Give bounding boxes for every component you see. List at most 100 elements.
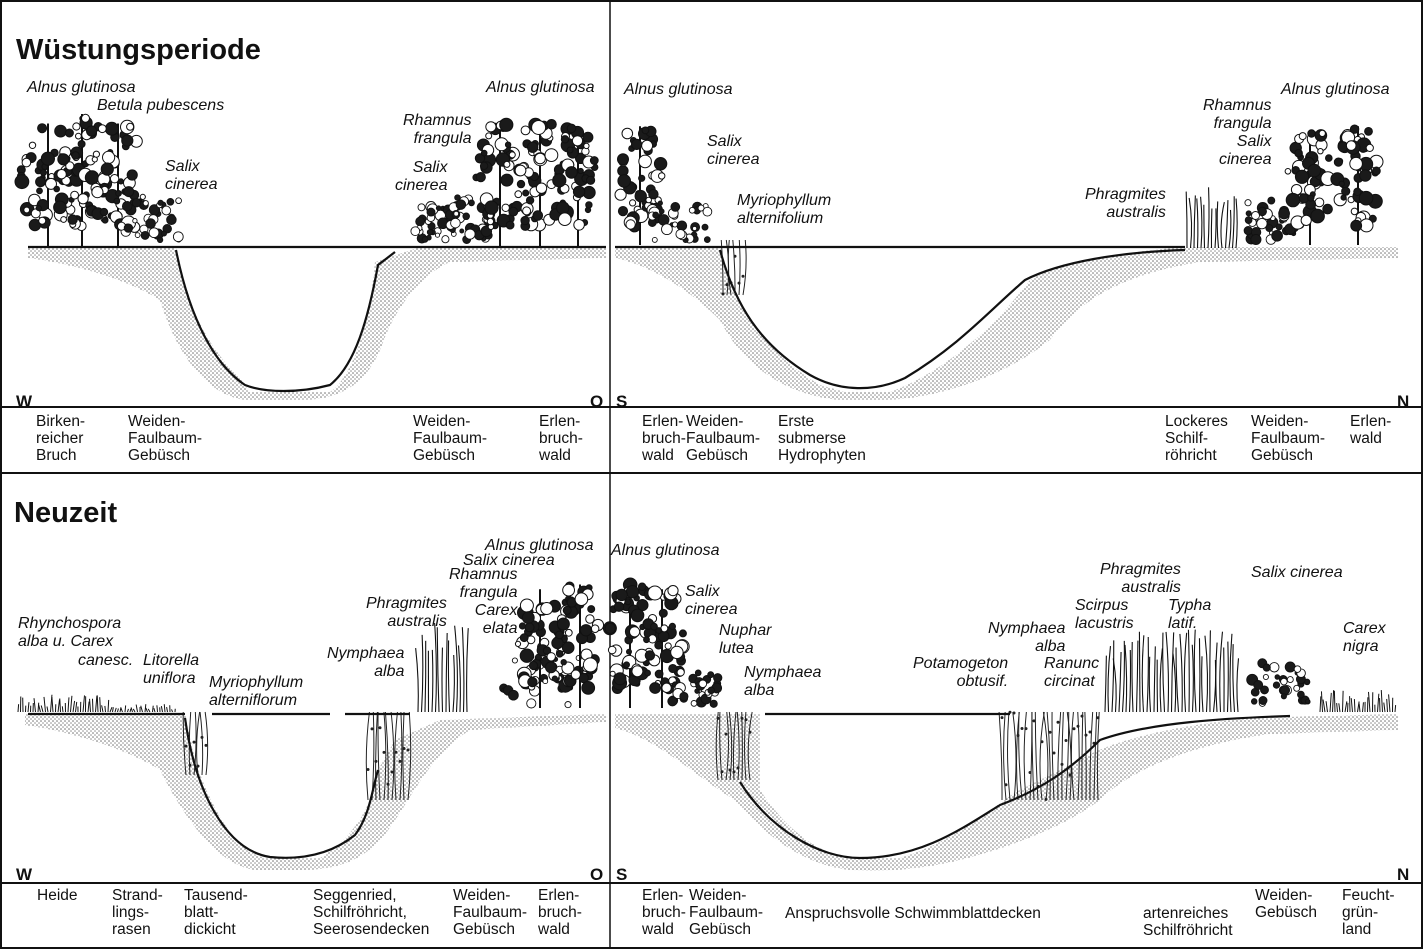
species-label: Nymphaea alba <box>988 620 1066 655</box>
shrub-salix <box>1243 196 1300 246</box>
zone-label: Weiden- Faulbaum- Gebüsch <box>413 413 488 464</box>
species-label: Salix cinerea <box>463 552 555 569</box>
tree-alnus <box>614 125 668 245</box>
period-title-bottom: Neuzeit <box>14 497 118 529</box>
zone-label: Erste submerse Hydrophyten <box>778 413 866 464</box>
species-label: Salix cinerea <box>395 159 448 194</box>
species-label: Salix cinerea <box>685 583 738 618</box>
direction-south: S <box>616 865 628 884</box>
species-label: Myriophyllum alterniflorum <box>209 674 304 709</box>
tree-alnus <box>1284 129 1336 245</box>
species-label: Myriophyllum alternifolium <box>737 192 832 227</box>
species-label: Typha latif. <box>1168 597 1212 632</box>
zone-label: Erlen- bruch- wald <box>642 887 686 938</box>
zone-label: Heide <box>37 887 78 904</box>
shrub-salix <box>667 663 723 708</box>
nuphar-patch <box>715 711 753 781</box>
phragmites-reeds <box>1185 187 1238 249</box>
direction-north: N <box>1397 392 1410 411</box>
zone-label: Strand- lings- rasen <box>112 887 163 938</box>
zone-label: Erlen- bruch- wald <box>642 413 686 464</box>
phragmites-reeds <box>1104 629 1240 713</box>
tree-alnus <box>602 577 654 708</box>
species-label: Salix cinerea <box>165 158 218 193</box>
phragmites-reeds <box>415 622 469 713</box>
direction-north: N <box>1397 865 1410 884</box>
species-label: Alnus glutinosa <box>611 542 720 559</box>
sediment-profile <box>25 714 606 870</box>
shrub-salix <box>646 200 713 244</box>
species-label: Ranunc circinat <box>1044 655 1100 690</box>
sediment-profile <box>28 247 606 400</box>
myriophyllum-patch <box>182 711 209 776</box>
species-label: Alnus glutinosa <box>624 81 733 98</box>
zone-label: Tausend- blatt- dickicht <box>184 887 248 938</box>
zone-label: Erlen- wald <box>1350 413 1392 447</box>
species-label: Nymphaea alba <box>327 645 405 680</box>
direction-west: W <box>16 392 33 411</box>
species-label: Alnus glutinosa <box>485 537 594 554</box>
period-title-top: Wüstungsperiode <box>16 34 261 66</box>
tree-alnus <box>514 589 567 708</box>
zone-label: Weiden- Gebüsch <box>1255 887 1318 921</box>
zone-label: Seggenried, Schilfröhricht, Seerosendeck… <box>313 887 430 938</box>
species-label: Litorella uniflora <box>143 652 200 687</box>
tree-alnus <box>634 585 690 708</box>
species-label: Salix cinerea <box>707 133 760 168</box>
species-label: Nuphar lutea <box>719 622 772 657</box>
sediment-profile <box>615 247 1398 400</box>
direction-east: O <box>590 865 604 884</box>
zone-label: Lockeres Schilf- röhricht <box>1165 413 1228 464</box>
zone-label: Weiden- Faulbaum- Gebüsch <box>689 887 764 938</box>
zone-label: Weiden- Faulbaum- Gebüsch <box>1251 413 1326 464</box>
species-label: Rhynchospora alba u. Carex <box>18 615 122 650</box>
species-label: Betula pubescens <box>97 97 225 114</box>
shoreline-profile <box>718 248 1186 390</box>
species-label: Phragmites australis <box>366 595 447 630</box>
tree-alnus <box>1330 124 1384 245</box>
species-label: Phragmites australis <box>1100 561 1181 596</box>
species-label: Nymphaea alba <box>744 664 822 699</box>
tree-alnus <box>551 581 605 708</box>
shrub-salix <box>410 201 457 244</box>
species-label: Rhamnus frangula <box>403 112 472 147</box>
species-label: Salix cinerea <box>1251 564 1343 581</box>
zone-label: Birken- reicher Bruch <box>36 413 86 464</box>
species-label: Potamogeton obtusif. <box>913 655 1009 690</box>
tree-alnus <box>552 122 599 247</box>
zone-label: Anspruchsvolle Schwimmblattdecken <box>785 905 1041 922</box>
direction-west: W <box>16 865 33 884</box>
direction-south: S <box>616 392 628 411</box>
tree-alnus <box>514 117 567 247</box>
zone-label: Erlen- bruch- wald <box>538 887 582 938</box>
zone-label: Weiden- Faulbaum- Gebüsch <box>453 887 528 938</box>
shoreline-profile <box>739 714 1291 860</box>
littorella-turf <box>109 704 176 713</box>
myriophyllum-patch <box>720 239 747 296</box>
tree-betula <box>53 113 113 247</box>
carex-nigra-tussocks <box>1319 690 1397 713</box>
shoreline-profile <box>174 249 396 393</box>
species-label: canesc. <box>78 652 134 669</box>
species-label: Alnus glutinosa <box>1281 81 1390 98</box>
sediment-profile <box>615 714 1398 871</box>
species-label: Rhamnus frangula Carex elata <box>449 566 518 637</box>
shrub-salix <box>117 197 184 244</box>
nymphaea-patch <box>365 711 412 801</box>
shrub-salix <box>1246 658 1311 707</box>
zone-label: Erlen- bruch- wald <box>539 413 583 464</box>
species-label: Alnus glutinosa <box>27 79 136 96</box>
species-label: Carex nigra <box>1343 620 1386 655</box>
heath-vegetation <box>17 694 110 713</box>
direction-east: O <box>590 392 604 411</box>
zone-label: Feucht- grün- land <box>1342 887 1395 938</box>
zone-label: artenreiches Schilfröhricht <box>1143 905 1233 939</box>
species-label: Phragmites australis <box>1085 186 1166 221</box>
shoreline-profile <box>183 717 380 859</box>
species-label: Scirpus lacustris <box>1075 597 1134 632</box>
zone-label: Weiden- Faulbaum- Gebüsch <box>128 413 203 464</box>
zone-label: Weiden- Faulbaum- Gebüsch <box>686 413 761 464</box>
